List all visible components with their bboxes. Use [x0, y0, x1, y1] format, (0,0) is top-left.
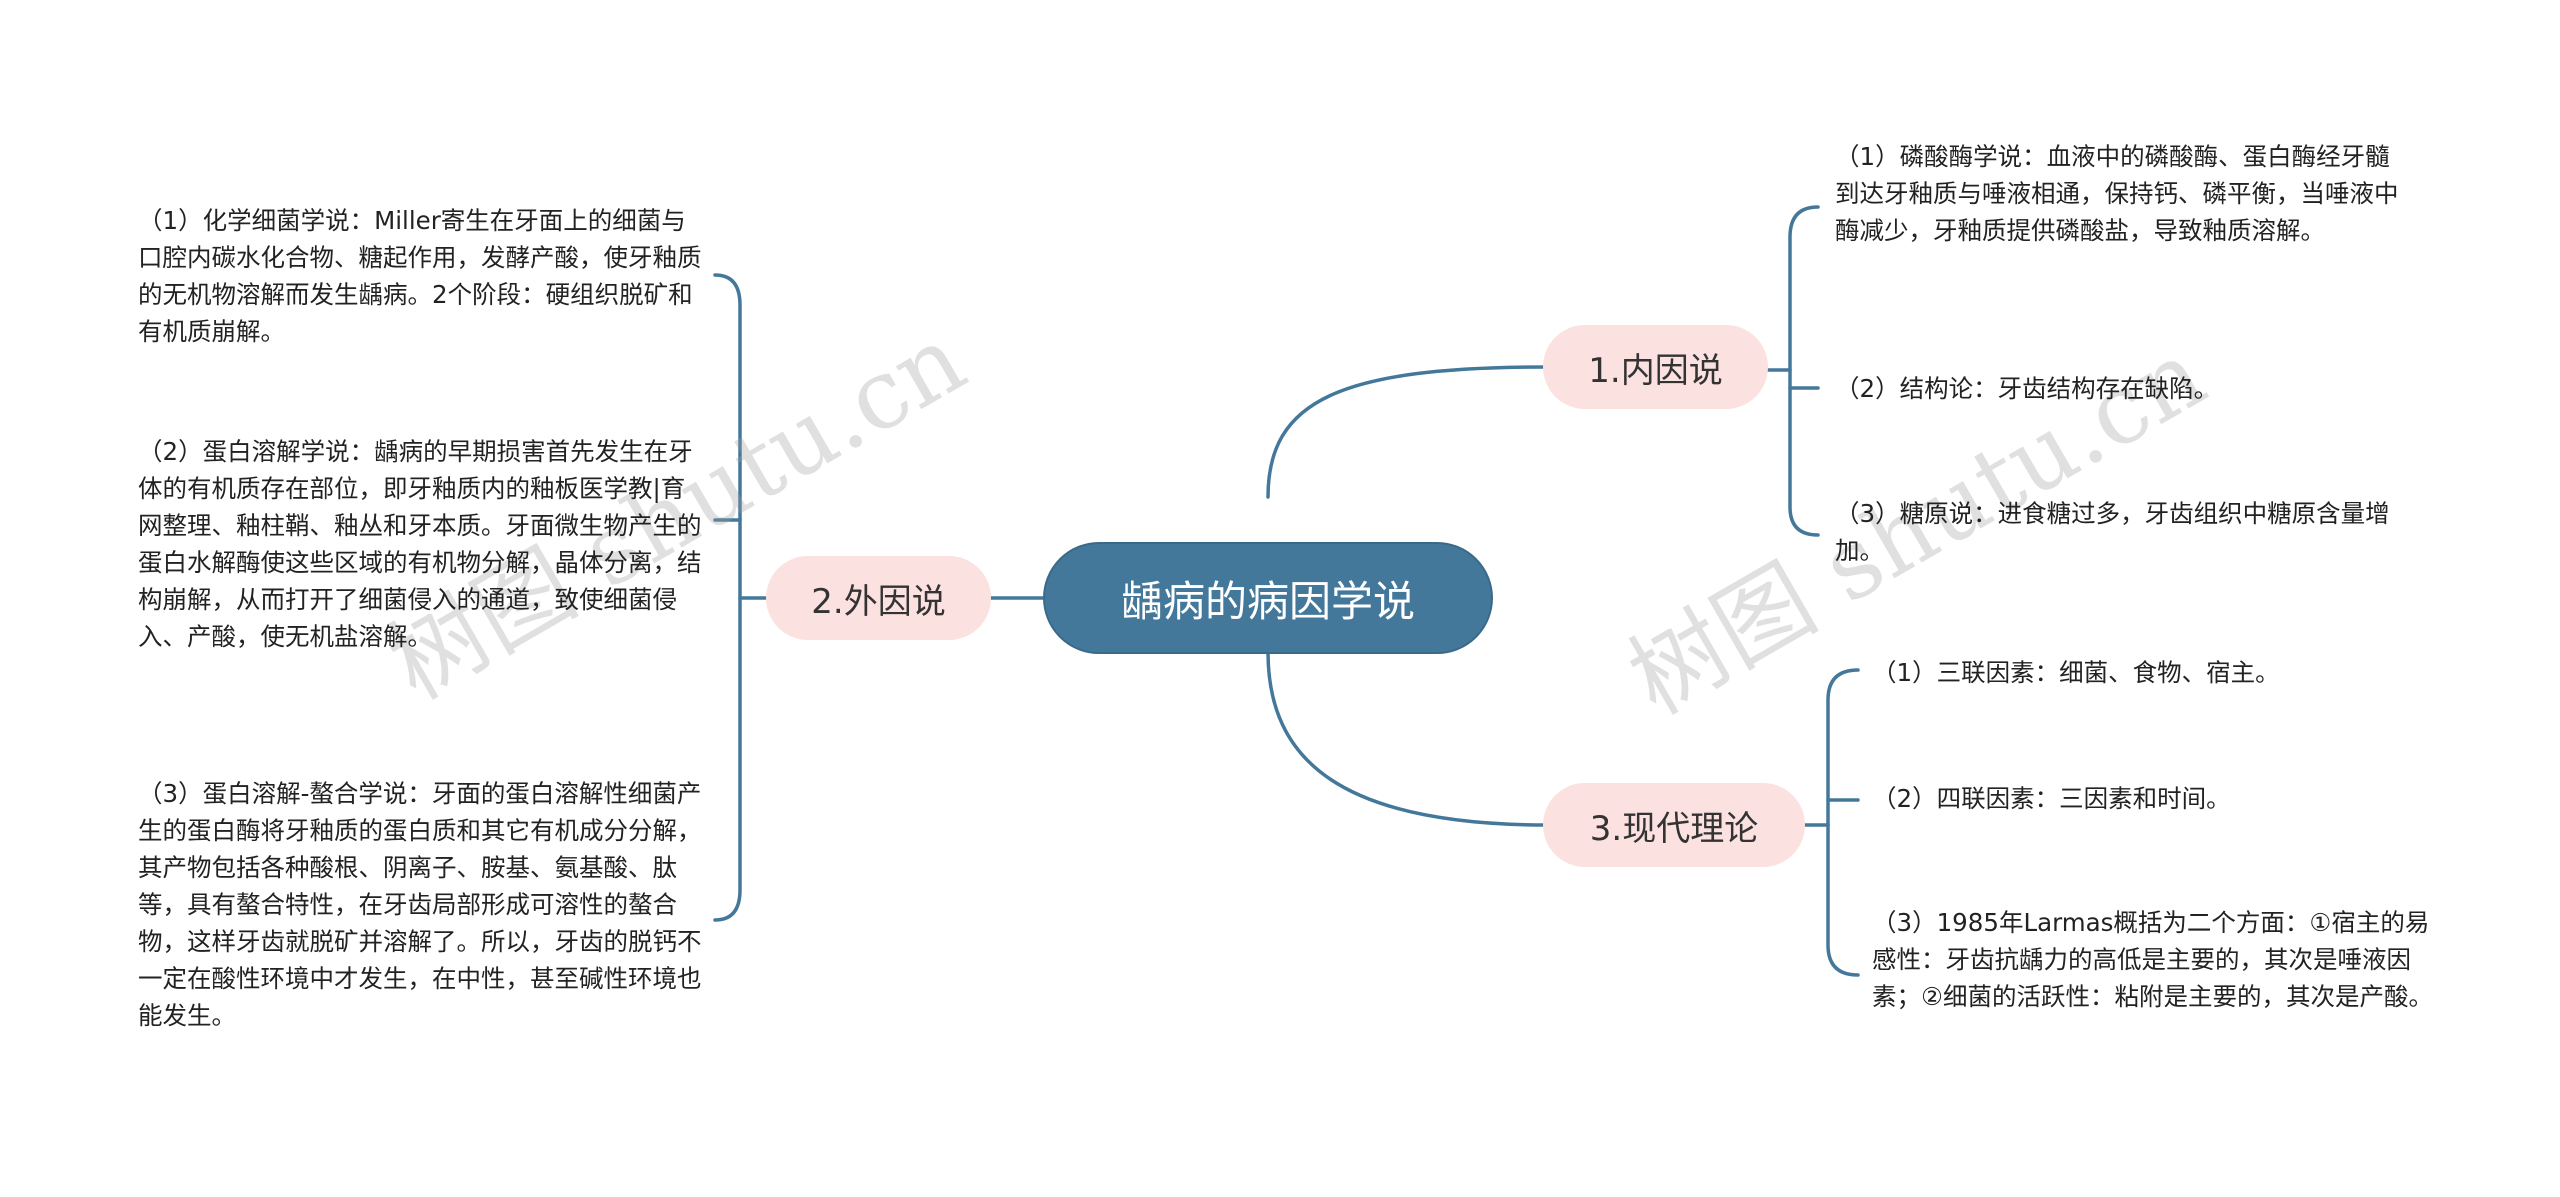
edge-root-branch-3: [1266, 650, 1550, 827]
leaf-text[interactable]: （1）三联因素：细菌、食物、宿主。: [1872, 658, 2280, 687]
root-node[interactable]: 龋病的病因学说: [1043, 542, 1493, 654]
bracket-branch-3: [1826, 668, 1860, 977]
leaf-text[interactable]: （1）化学细菌学说：Miller寄生在牙面上的细菌与口腔内碳水化合物、糖起作用，…: [138, 206, 702, 346]
leaf-text[interactable]: （2）蛋白溶解学说：龋病的早期损害首先发生在牙体的有机质存在部位，即牙釉质内的釉…: [138, 437, 702, 651]
branch-node-3[interactable]: 3.现代理论: [1543, 783, 1805, 867]
leaf-text[interactable]: （2）结构论：牙齿结构存在缺陷。: [1835, 374, 2219, 403]
branch-node-2[interactable]: 2.外因说: [766, 556, 991, 640]
leaf-text[interactable]: （3）蛋白溶解-螯合学说：牙面的蛋白溶解性细菌产生的蛋白酶将牙釉质的蛋白质和其它…: [138, 779, 702, 1030]
leaf-text[interactable]: （3）糖原说：进食糖过多，牙齿组织中糖原含量增加。: [1835, 499, 2390, 565]
edge-root-branch-1: [1266, 365, 1550, 499]
bracket-branch-1: [1788, 205, 1820, 537]
leaf-text[interactable]: （1）磷酸酶学说：血液中的磷酸酶、蛋白酶经牙髓到达牙釉质与唾液相通，保持钙、磷平…: [1835, 142, 2399, 245]
branch-node-1[interactable]: 1.内因说: [1543, 325, 1768, 409]
leaf-text[interactable]: （3）1985年Larmas概括为二个方面：①宿主的易感性：牙齿抗龋力的高低是主…: [1872, 908, 2433, 1011]
leaf-text[interactable]: （2）四联因素：三因素和时间。: [1872, 784, 2231, 813]
bracket-branch-2: [713, 273, 742, 922]
